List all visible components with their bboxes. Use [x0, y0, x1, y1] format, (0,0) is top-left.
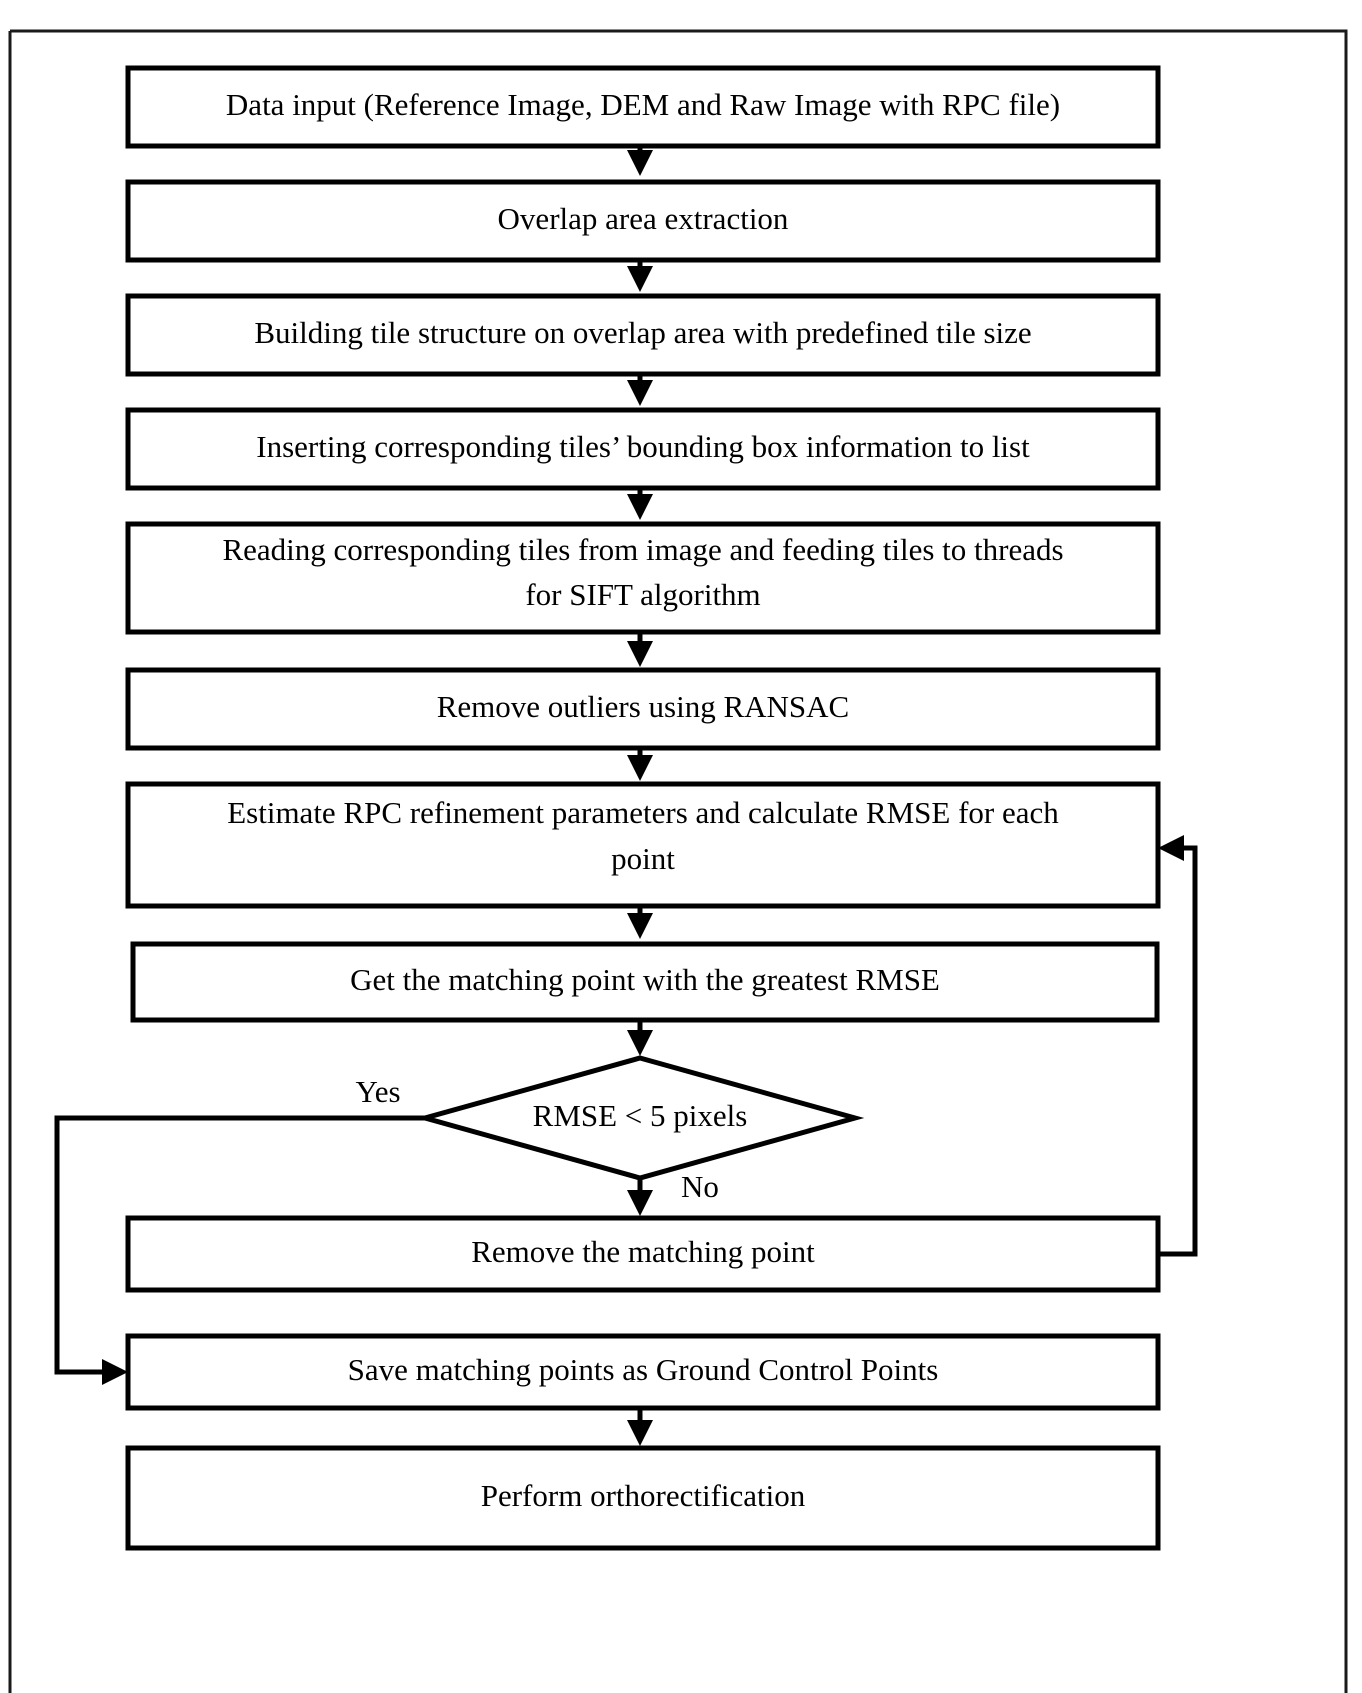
node-insert-bounding-box-box: [125, 407, 1161, 491]
node-perform-ortho-box: [125, 1445, 1161, 1551]
node-save-gcp-box: [125, 1333, 1161, 1411]
node-overlap-extraction: Overlap area extraction: [125, 179, 1161, 263]
node-read-tiles-sift-label-line1: Reading corresponding tiles from image a…: [222, 532, 1063, 567]
arrow-ransac-to-estimate-rpc: [627, 748, 653, 781]
node-get-greatest-rmse: Get the matching point with the greatest…: [130, 941, 1160, 1023]
arrow-data-input-to-overlap: [627, 146, 653, 176]
arrow-overlap-to-tile-structure: [627, 260, 653, 292]
arrow-insert-to-read-tiles: [627, 488, 653, 520]
node-estimate-rpc-rmse-label-line2: point: [611, 841, 675, 876]
node-get-greatest-rmse-box: [130, 941, 1160, 1023]
node-overlap-extraction-box: [125, 179, 1161, 263]
edge-feedback-loop: [1158, 835, 1198, 1257]
node-save-gcp-label: Save matching points as Ground Control P…: [348, 1352, 939, 1387]
node-estimate-rpc-rmse-label-line1: Estimate RPC refinement parameters and c…: [227, 795, 1059, 830]
node-read-tiles-sift-label-line2: for SIFT algorithm: [525, 577, 760, 612]
edge-label-yes: Yes: [355, 1074, 400, 1109]
node-rmse-decision: RMSE < 5 pixels: [415, 1055, 865, 1181]
node-get-greatest-rmse-label: Get the matching point with the greatest…: [350, 962, 940, 997]
page-frame-border: [10, 29, 1348, 1693]
edge-no-branch: No: [627, 1169, 719, 1216]
node-read-tiles-sift-box: [125, 521, 1161, 635]
node-build-tile-structure-label: Building tile structure on overlap area …: [254, 315, 1031, 350]
node-overlap-extraction-label: Overlap area extraction: [498, 201, 789, 236]
node-insert-bounding-box-label: Inserting corresponding tiles’ bounding …: [256, 429, 1030, 464]
node-data-input: Data input (Reference Image, DEM and Raw…: [125, 65, 1161, 149]
node-read-tiles-sift: Reading corresponding tiles from image a…: [125, 521, 1161, 635]
node-save-gcp: Save matching points as Ground Control P…: [125, 1333, 1161, 1411]
node-remove-matching-point-label: Remove the matching point: [471, 1234, 815, 1269]
node-estimate-rpc-rmse-box: [125, 781, 1161, 909]
node-build-tile-structure-box: [125, 293, 1161, 377]
node-remove-outliers-ransac: Remove outliers using RANSAC: [125, 667, 1161, 751]
node-perform-ortho: Perform orthorectification: [125, 1445, 1161, 1551]
node-data-input-box: [125, 65, 1161, 149]
node-perform-ortho-label: Perform orthorectification: [481, 1478, 806, 1513]
arrow-get-greatest-to-decision: [627, 1020, 653, 1056]
arrow-estimate-rpc-to-get-greatest: [627, 906, 653, 939]
node-build-tile-structure: Building tile structure on overlap area …: [125, 293, 1161, 377]
node-remove-matching-point-box: [125, 1215, 1161, 1293]
node-data-input-label: Data input (Reference Image, DEM and Raw…: [226, 87, 1060, 122]
node-remove-matching-point: Remove the matching point: [125, 1215, 1161, 1293]
node-remove-outliers-ransac-label: Remove outliers using RANSAC: [437, 689, 849, 724]
node-rmse-decision-label: RMSE < 5 pixels: [533, 1098, 748, 1133]
node-remove-outliers-ransac-box: [125, 667, 1161, 751]
edge-yes-branch: Yes: [54, 1074, 425, 1385]
node-insert-bounding-box: Inserting corresponding tiles’ bounding …: [125, 407, 1161, 491]
edge-label-no: No: [681, 1169, 719, 1204]
arrow-tile-structure-to-insert: [627, 374, 653, 406]
arrow-save-gcp-to-ortho: [627, 1408, 653, 1446]
node-estimate-rpc-rmse: Estimate RPC refinement parameters and c…: [125, 781, 1161, 909]
arrow-read-tiles-to-ransac: [627, 632, 653, 667]
